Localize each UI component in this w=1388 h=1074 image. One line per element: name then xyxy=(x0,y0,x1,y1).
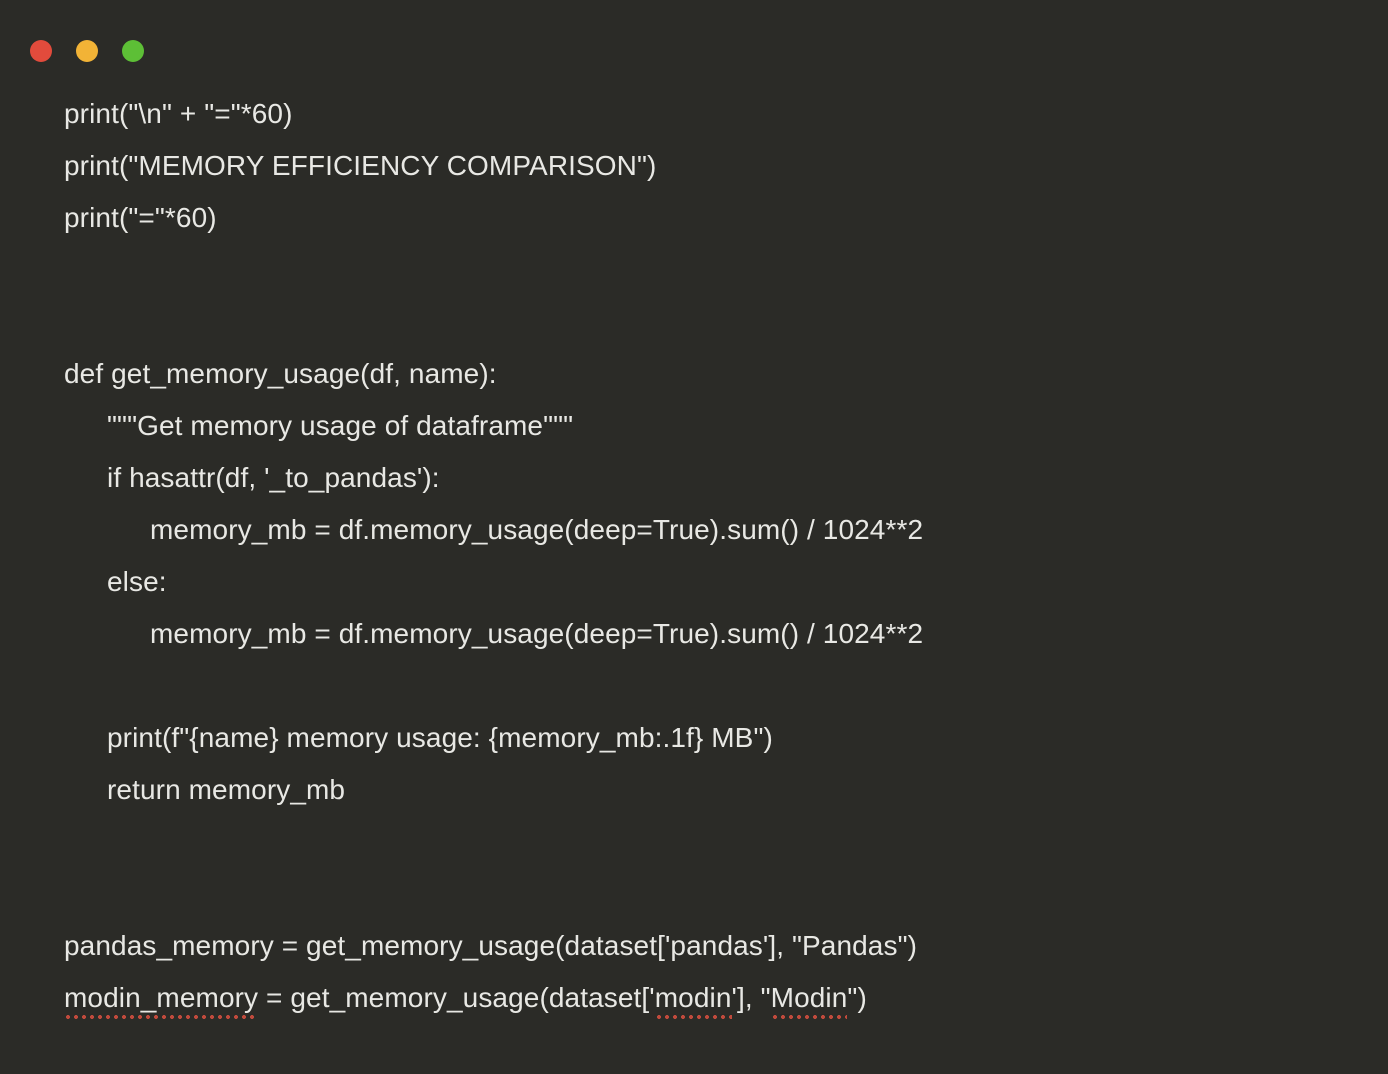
code-line: return memory_mb xyxy=(107,774,346,805)
code-line-blank xyxy=(64,244,1388,296)
code-line-blank xyxy=(64,296,1388,348)
code-line: pandas_memory = get_memory_usage(dataset… xyxy=(64,930,918,961)
spellcheck-underline-modin-key: modin xyxy=(654,982,732,1019)
minimize-window-button[interactable] xyxy=(76,40,98,62)
code-text: ") xyxy=(847,982,867,1013)
code-text: '], " xyxy=(731,982,771,1013)
code-line: memory_mb = df.memory_usage(deep=True).s… xyxy=(150,514,924,545)
code-text: = get_memory_usage(dataset[' xyxy=(258,982,655,1013)
close-window-button[interactable] xyxy=(30,40,52,62)
zoom-window-button[interactable] xyxy=(122,40,144,62)
code-line: if hasattr(df, '_to_pandas'): xyxy=(107,462,440,493)
code-line: memory_mb = df.memory_usage(deep=True).s… xyxy=(150,618,924,649)
code-line-blank xyxy=(64,868,1388,920)
code-block[interactable]: print("\n" + "="*60) print("MEMORY EFFIC… xyxy=(0,88,1388,1024)
code-line: print("MEMORY EFFICIENCY COMPARISON") xyxy=(64,150,657,181)
spellcheck-underline-modin-memory: modin_memory xyxy=(64,982,259,1019)
code-line-blank xyxy=(64,816,1388,868)
code-line: def get_memory_usage(df, name): xyxy=(64,358,497,389)
spellcheck-underline-modin-label: Modin xyxy=(770,982,848,1019)
code-line: print(f"{name} memory usage: {memory_mb:… xyxy=(107,722,773,753)
code-line-modin: modin_memory = get_memory_usage(dataset[… xyxy=(64,972,1388,1024)
code-line: else: xyxy=(107,566,167,597)
code-line: print("\n" + "="*60) xyxy=(64,98,293,129)
code-line: """Get memory usage of dataframe""" xyxy=(107,410,574,441)
code-line: print("="*60) xyxy=(64,202,217,233)
code-line-blank xyxy=(64,660,1388,712)
window-titlebar xyxy=(0,0,1388,88)
